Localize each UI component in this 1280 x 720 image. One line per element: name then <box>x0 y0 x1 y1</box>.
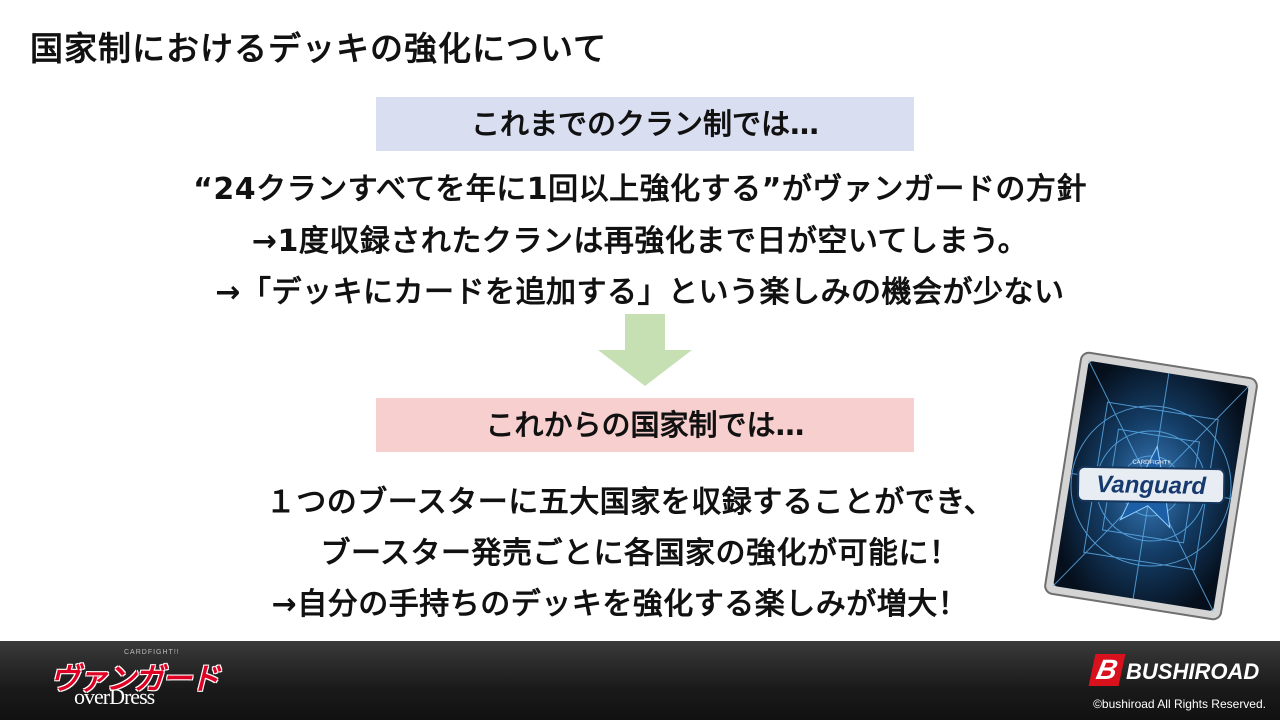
new-system-heading: これからの国家制では… <box>376 398 914 452</box>
copyright-text: ©bushiroad All Rights Reserved. <box>1093 697 1266 711</box>
down-arrow-icon <box>598 314 692 386</box>
vanguard-logo: CARDFIGHT!! ヴァンガード overDress <box>50 646 220 716</box>
card-back-brand-small: CARDFIGHT!! <box>1132 460 1171 467</box>
old-system-line-1: “24クランすべてを年に1回以上強化する”がヴァンガードの方針 <box>193 172 1087 207</box>
card-back-image: Vanguard CARDFIGHT!! <box>1044 351 1258 621</box>
new-system-line-3: →自分の手持ちのデッキを強化する楽しみが増大！ <box>271 587 969 622</box>
old-system-heading: これまでのクラン制では… <box>376 97 914 151</box>
publisher-name: BUSHIROAD <box>1126 659 1260 684</box>
logo-sub-text: overDress <box>74 684 155 709</box>
old-system-line-3: →「デッキにカードを追加する」という楽しみの機会が少ない <box>215 275 1065 310</box>
card-back-brand: Vanguard <box>1096 471 1208 500</box>
footer: CARDFIGHT!! ヴァンガード overDress B BUSHIROAD… <box>0 641 1280 720</box>
new-system-line-2: ブースター発売ごとに各国家の強化が可能に！ <box>320 536 960 571</box>
new-system-line-1: １つのブースターに五大国家を収録することができ、 <box>265 485 995 520</box>
old-system-line-2: →1度収録されたクランは再強化まで日が空いてしまう。 <box>251 224 1029 259</box>
logo-main-text: ヴァンガード <box>50 663 220 696</box>
logo-small-text: CARDFIGHT!! <box>124 649 180 656</box>
page-title: 国家制におけるデッキの強化について <box>30 29 608 68</box>
